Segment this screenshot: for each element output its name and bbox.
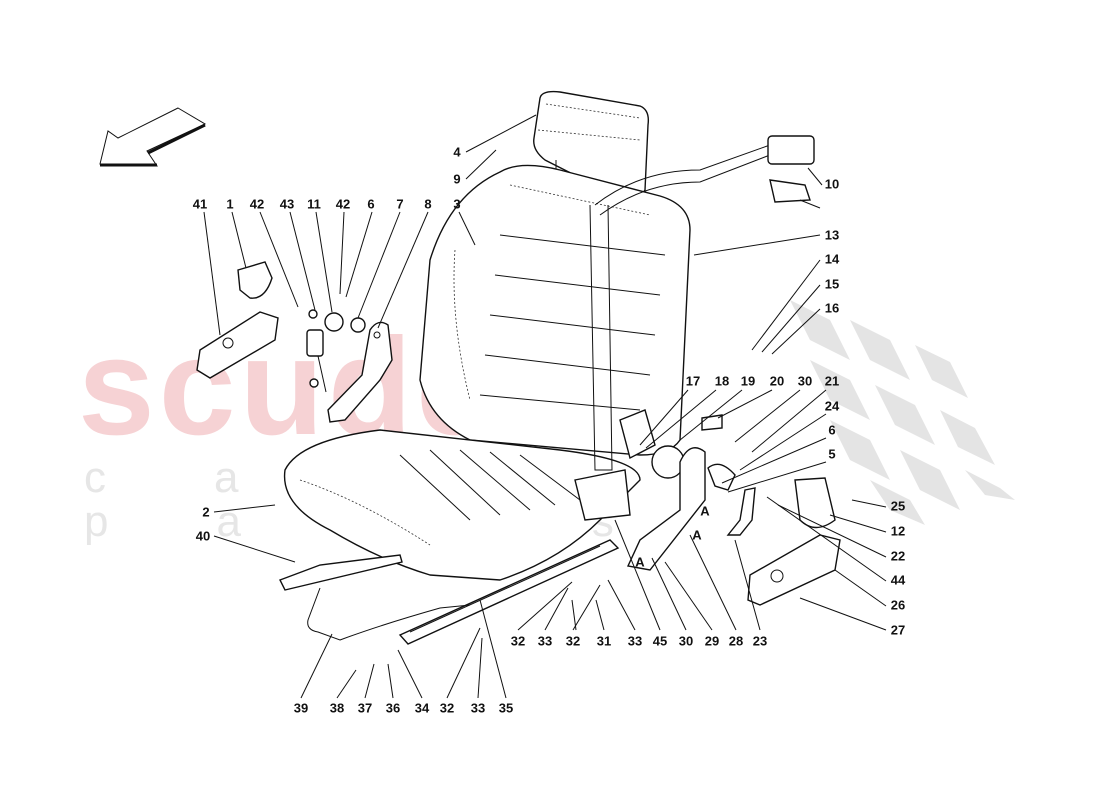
part-label-6: 6 <box>828 422 836 438</box>
checkered-flag-watermark <box>790 300 1015 525</box>
part-label-3: 3 <box>453 196 461 212</box>
part-label-8: 8 <box>424 196 432 212</box>
part-label-30: 30 <box>678 633 694 649</box>
part-label-10: 10 <box>824 176 840 192</box>
part-label-11: 11 <box>307 196 321 212</box>
part-label-39: 39 <box>293 700 309 716</box>
side-cover-part-41 <box>196 311 279 379</box>
part-label-33: 33 <box>627 633 643 649</box>
part-label-36: 36 <box>385 700 401 716</box>
side-cover-part-12 <box>794 477 836 529</box>
part-label-29: 29 <box>704 633 720 649</box>
part-label-26: 26 <box>890 597 906 613</box>
part-label-38: 38 <box>329 700 345 716</box>
side-cover-part-26 <box>747 534 841 606</box>
part-label-32: 32 <box>565 633 581 649</box>
part-label-15: 15 <box>824 276 840 292</box>
part-label-20: 20 <box>769 373 785 389</box>
part-label-14: 14 <box>824 251 840 267</box>
part-label-23: 23 <box>752 633 768 649</box>
part-label-40: 40 <box>195 528 211 544</box>
part-label-41: 41 <box>192 196 208 212</box>
part-label-A: A <box>692 527 702 543</box>
seat-rail-part-40 <box>279 554 403 591</box>
part-label-6: 6 <box>367 196 375 212</box>
part-label-12: 12 <box>890 523 906 539</box>
leader-lines <box>203 114 887 699</box>
part-label-32: 32 <box>510 633 526 649</box>
part-label-42: 42 <box>249 196 265 212</box>
part-label-22: 22 <box>890 548 906 564</box>
part-label-5: 5 <box>828 446 836 462</box>
part-label-19: 19 <box>740 373 756 389</box>
part-label-43: 43 <box>279 196 295 212</box>
part-label-9: 9 <box>453 171 461 187</box>
part-label-17: 17 <box>685 373 701 389</box>
adjuster-bar-part-39 <box>307 587 471 641</box>
part-label-7: 7 <box>396 196 404 212</box>
lever-part-23 <box>726 487 756 536</box>
part-label-42: 42 <box>335 196 351 212</box>
part-label-37: 37 <box>357 700 373 716</box>
cover-part-1 <box>237 261 273 299</box>
seat-back-part <box>419 164 691 456</box>
part-label-33: 33 <box>537 633 553 649</box>
part-label-28: 28 <box>728 633 744 649</box>
part-label-33: 33 <box>470 700 486 716</box>
seat-belt-part <box>589 135 815 471</box>
recliner-bracket-part-8 <box>327 321 393 423</box>
part-label-16: 16 <box>824 300 840 316</box>
knob-part-11 <box>308 309 366 333</box>
part-label-30: 30 <box>797 373 813 389</box>
part-label-24: 24 <box>824 398 840 414</box>
seat-cushion-part <box>283 429 641 581</box>
part-label-45: 45 <box>652 633 668 649</box>
recliner-mechanism-right <box>574 409 736 571</box>
part-label-2: 2 <box>202 504 210 520</box>
part-label-27: 27 <box>890 622 906 638</box>
headrest-part <box>533 90 650 200</box>
part-label-21: 21 <box>824 373 840 389</box>
part-label-1: 1 <box>226 196 234 212</box>
part-label-35: 35 <box>498 700 514 716</box>
part-label-31: 31 <box>596 633 612 649</box>
part-label-4: 4 <box>453 144 461 160</box>
part-label-34: 34 <box>414 700 430 716</box>
part-label-32: 32 <box>439 700 455 716</box>
part-label-A: A <box>700 503 710 519</box>
part-label-25: 25 <box>890 498 906 514</box>
part-label-A: A <box>635 554 645 570</box>
seat-rail-part-35 <box>398 539 620 645</box>
part-label-44: 44 <box>890 572 906 588</box>
buckle-part <box>306 329 327 393</box>
arrow-down-left-icon <box>99 107 207 167</box>
part-label-13: 13 <box>824 227 840 243</box>
part-label-18: 18 <box>714 373 730 389</box>
